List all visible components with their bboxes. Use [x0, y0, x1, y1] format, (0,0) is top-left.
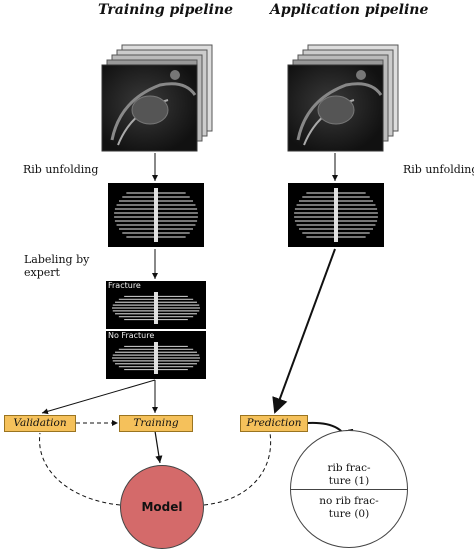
arrow-training-to-model	[154, 430, 163, 464]
fracture-tag: Fracture	[108, 281, 141, 290]
arrow-to-validation	[41, 379, 156, 415]
spine-strip	[154, 188, 158, 242]
label-rib-unfolding-right: Rib unfolding	[403, 163, 474, 176]
no-fracture-tag: No Fracture	[108, 331, 155, 340]
model-node: Model	[120, 465, 204, 549]
result-option-no-fracture-line1: no rib frac-	[319, 495, 379, 507]
spine-strip	[334, 188, 338, 242]
validation-box: Validation	[4, 415, 76, 432]
result-option-fracture-line1: rib frac-	[327, 462, 371, 474]
prediction-box: Prediction	[240, 415, 308, 432]
heading-training: Training pipeline	[98, 2, 234, 18]
result-node: rib frac- ture (1) no rib frac- ture (0)	[290, 430, 408, 548]
label-rib-unfolding-left: Rib unfolding	[23, 163, 99, 176]
spine-strip	[154, 342, 158, 374]
spine-strip	[154, 292, 158, 324]
fracture-panel	[106, 281, 206, 329]
dashed-model-to-validation	[39, 432, 121, 506]
model-label: Model	[141, 500, 183, 514]
result-option-no-fracture-line2: ture (0)	[328, 508, 370, 520]
result-divider	[291, 489, 407, 490]
arrow-to-prediction	[272, 248, 336, 414]
result-option-fracture-line2: ture (1)	[328, 475, 370, 487]
dashed-model-to-prediction	[203, 432, 272, 506]
label-labeling-line1: Labeling by	[24, 253, 90, 266]
ct-stack-application	[287, 44, 399, 152]
heading-application: Application pipeline	[270, 2, 429, 18]
training-box: Training	[119, 415, 193, 432]
unfolded-image-training	[108, 183, 204, 247]
label-labeling-line2: expert	[24, 266, 60, 279]
ct-stack-training	[101, 44, 213, 152]
unfolded-image-application	[288, 183, 384, 247]
no-fracture-panel	[106, 331, 206, 379]
